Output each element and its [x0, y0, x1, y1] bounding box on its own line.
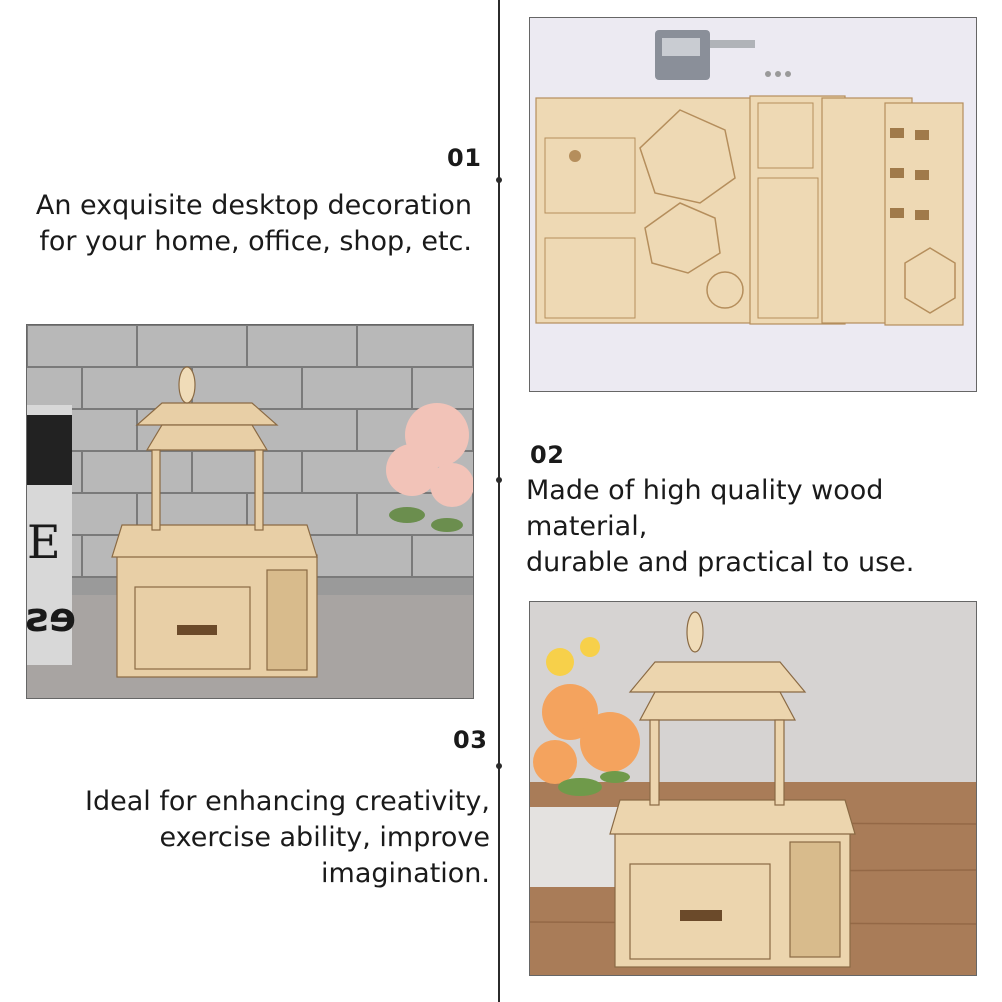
- vertical-divider: [498, 0, 500, 1002]
- feature-text-01: An exquisite desktop decoration for your…: [12, 188, 472, 260]
- feature-text-03-line-1: Ideal for enhancing creativity,: [85, 786, 490, 817]
- divider-dot-1: [496, 177, 502, 183]
- feature-text-01-line-1: An exquisite desktop decoration: [35, 190, 472, 221]
- feature-number-01: 01: [447, 144, 482, 172]
- feature-text-02-line-1: Made of high quality wood material,: [526, 475, 884, 542]
- feature-number-03: 03: [453, 726, 488, 754]
- product-parts-photo: [529, 17, 977, 392]
- sign-letter-bottom: es: [26, 595, 76, 641]
- feature-text-01-line-2: for your home, office, shop, etc.: [39, 226, 472, 257]
- feature-text-03-line-2: exercise ability, improve: [159, 822, 491, 853]
- feature-number-02: 02: [530, 441, 565, 469]
- feature-text-02: Made of high quality wood material, dura…: [526, 473, 1002, 581]
- feature-text-03-line-3: imagination.: [321, 858, 490, 889]
- feature-text-02-line-2: durable and practical to use.: [526, 547, 915, 578]
- product-photo-table: [529, 601, 977, 976]
- feature-text-03: Ideal for enhancing creativity, exercise…: [20, 784, 490, 892]
- divider-dot-2: [496, 477, 502, 483]
- product-photo-brick-wall: E es: [26, 324, 474, 699]
- sign-letter-top: E: [27, 515, 61, 569]
- divider-dot-3: [496, 763, 502, 769]
